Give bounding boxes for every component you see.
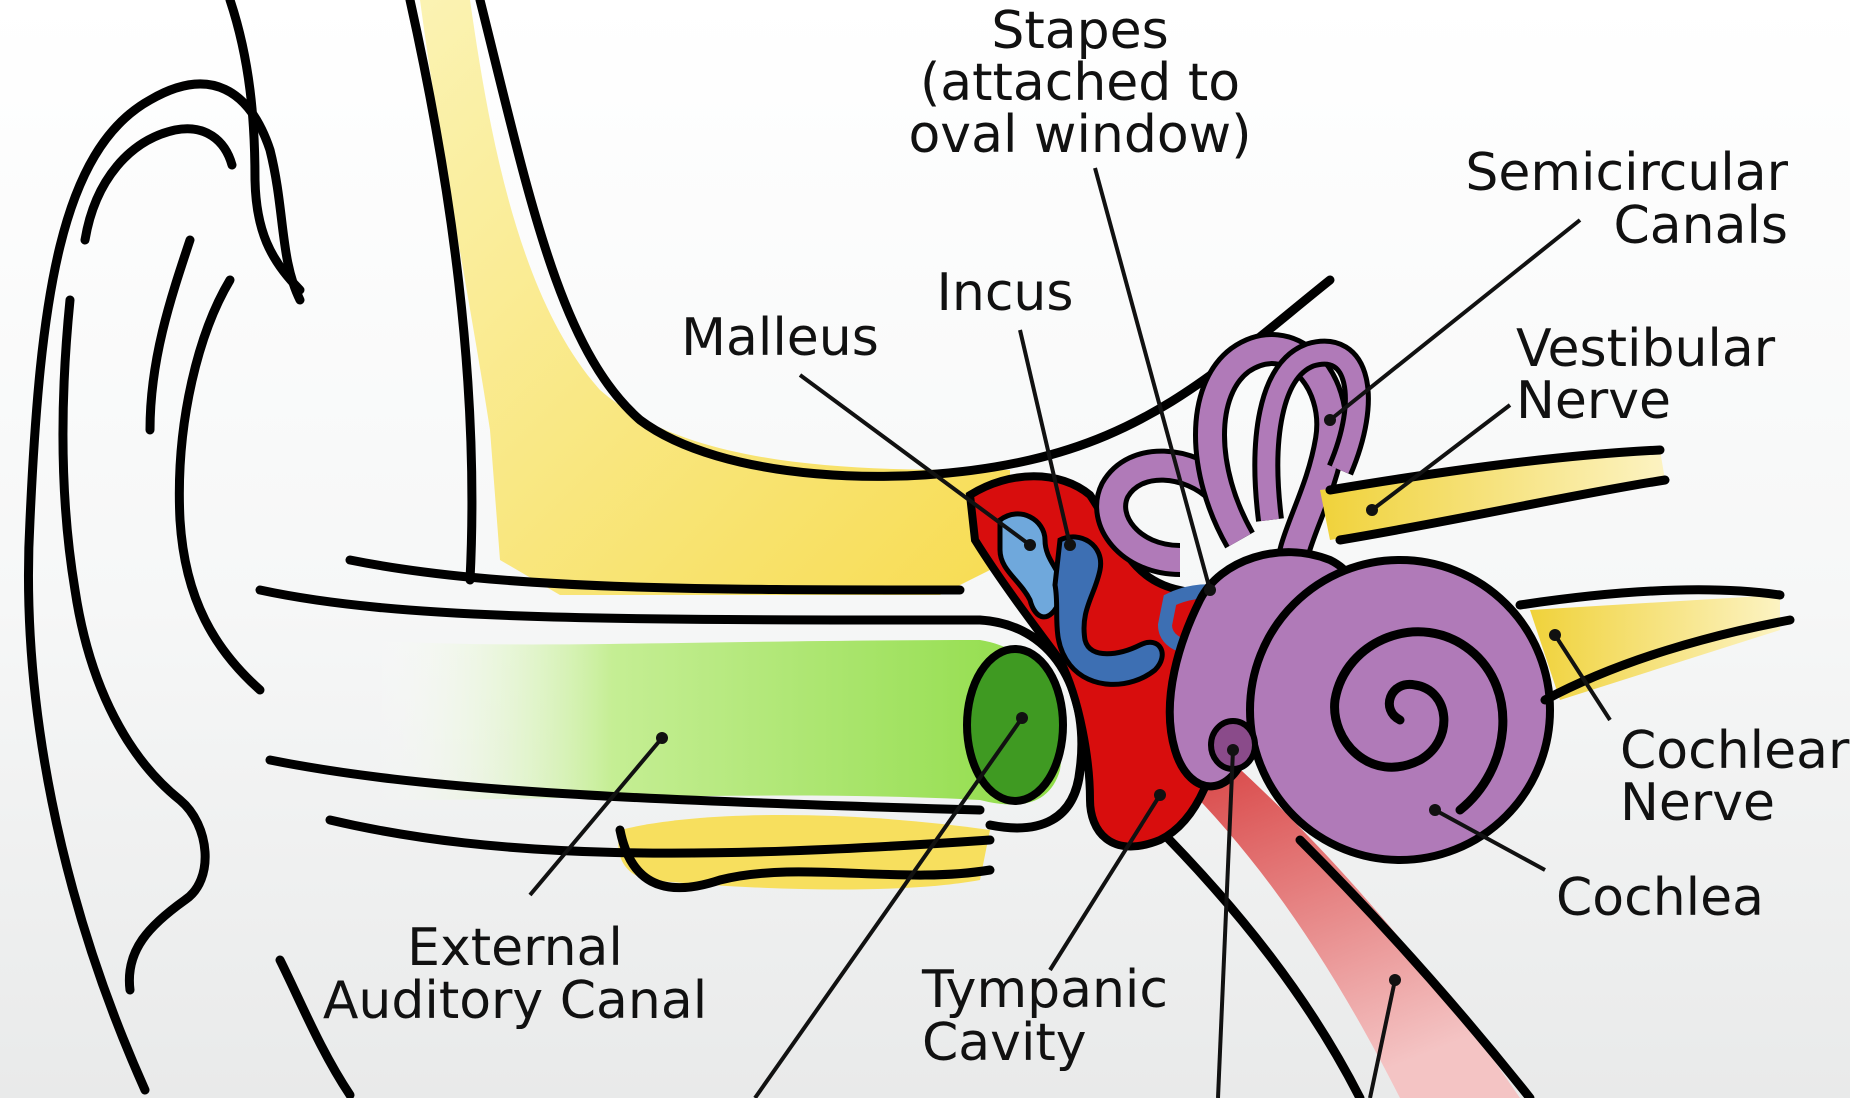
pinna (28, 0, 350, 1095)
label-cochlea: Cochlea (1556, 868, 1764, 928)
label-external-auditory-canal: External (407, 918, 623, 978)
label-tympanic-cavity: Tympanic (921, 960, 1168, 1020)
label-external-auditory-canal-line2: Auditory Canal (323, 971, 707, 1031)
label-stapes: Stapes (991, 1, 1168, 61)
semicircular-canals (1111, 349, 1357, 580)
label-semicircular-canals: Semicircular (1465, 143, 1788, 203)
label-vestibular-nerve: Vestibular (1516, 319, 1776, 379)
label-semicircular-canals-line2: Canals (1613, 196, 1788, 256)
label-incus: Incus (937, 263, 1074, 323)
label-vestibular-nerve-line2: Nerve (1516, 371, 1671, 431)
label-cochlear-nerve-line2: Nerve (1620, 773, 1775, 833)
label-stapes-line2: (attached to (920, 53, 1240, 113)
label-tympanic-cavity-line2: Cavity (922, 1013, 1087, 1073)
label-cochlear-nerve: Cochlear (1620, 721, 1850, 781)
label-malleus: Malleus (681, 308, 879, 368)
label-stapes-line3: oval window) (908, 105, 1251, 165)
